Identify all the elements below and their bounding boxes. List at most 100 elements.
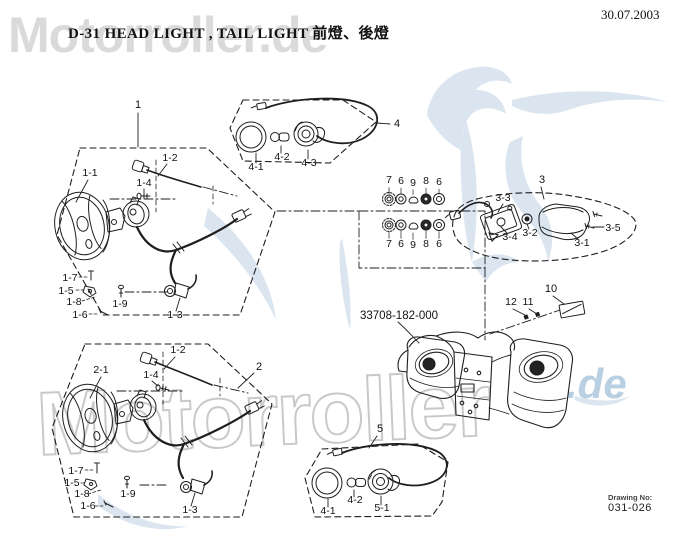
clamp-1-5-a (82, 285, 97, 298)
clamp-1-5-b (83, 478, 98, 491)
callout-1-3: 1-3 (182, 504, 197, 516)
callout-1-5: 1-5 (64, 477, 79, 489)
callout-3-5: 3-5 (605, 222, 620, 234)
boundary-headlight-2 (51, 343, 273, 518)
callout-4-1: 4-1 (320, 505, 335, 517)
callout-9: 9 (410, 239, 416, 251)
construction-lines (155, 159, 221, 405)
callout-6: 6 (398, 175, 404, 187)
callout-33708-182-000: 33708-182-000 (360, 310, 438, 322)
taillight-wire-3-3 (458, 201, 494, 219)
watermark-layer: Motorroller.de Motorroller .de (8, 7, 668, 530)
callout-1-7: 1-7 (68, 465, 83, 477)
screw-1-7-a (88, 270, 94, 281)
screw-1-7-b (94, 462, 100, 474)
callout-6: 6 (436, 176, 442, 188)
drawing-number-value: 031-026 (608, 502, 652, 515)
wire-1-2-b (154, 361, 213, 386)
headlight-1-rim (102, 199, 111, 253)
callout-1: 1 (135, 99, 141, 111)
callout-6: 6 (436, 238, 442, 250)
signal-assembly-4-drawing (235, 97, 378, 153)
date-stamp: 30.07.2003 (601, 7, 660, 22)
callout-3-4: 3-4 (502, 231, 517, 243)
signal-wire-5 (341, 443, 448, 487)
callout-3-2: 3-2 (522, 227, 537, 239)
page-title: D-31 HEAD LIGHT , TAIL LIGHT 前燈、後燈 (68, 26, 390, 42)
headlight-2-rim (110, 391, 119, 445)
screw-1-9-a (118, 284, 124, 290)
drawing-number-label: Drawing No: (608, 493, 653, 502)
callout-11: 11 (523, 296, 534, 308)
headlight-1-bracket (105, 207, 126, 233)
callout-10: 10 (545, 283, 557, 295)
callout-1-7: 1-7 (62, 272, 77, 284)
signal-bulb-4-2-b (346, 477, 357, 488)
signal-wire-4 (265, 97, 378, 145)
callout-3-1: 3-1 (574, 237, 589, 249)
reflector-10 (558, 300, 586, 319)
callout-4-3: 4-3 (301, 157, 316, 169)
bulb-holder-1-3-b (180, 481, 192, 493)
wire-1-2-a (146, 169, 202, 188)
signal-bulb-4-2-a (270, 132, 280, 142)
callout-9: 9 (410, 177, 416, 189)
callout-5: 5 (377, 423, 383, 435)
hardware-rows-drawing (382, 187, 445, 240)
signal-lens-4-1-a (235, 121, 267, 153)
callout-1-2: 1-2 (170, 344, 185, 356)
taillight-wire-connector (444, 209, 462, 221)
callout-1-1: 1-1 (82, 167, 97, 179)
bulb-socket-1 (122, 200, 150, 228)
reference-lines (109, 198, 561, 486)
wire-connector-1 (231, 208, 252, 223)
callout-8: 8 (423, 175, 429, 187)
bolt-1-2-a (131, 159, 150, 174)
bulb-holder-1-3-a (164, 285, 176, 297)
callout-4-1: 4-1 (248, 161, 263, 173)
callout-4: 4 (394, 118, 400, 130)
callout-7: 7 (386, 174, 392, 186)
callout-4-2: 4-2 (347, 494, 362, 506)
drawing-number-block: Drawing No: 031-026 (608, 493, 652, 516)
screw-1-9-b (124, 475, 130, 481)
callout-2: 2 (256, 361, 262, 373)
callout-5-1: 5-1 (374, 502, 389, 514)
watermark-bottom-text: Motorroller (35, 355, 493, 475)
watermark-de-text: .de (566, 360, 627, 407)
screw-1-4-a (136, 192, 142, 200)
pin-1-6-b (103, 500, 114, 508)
signal-assembly-5-drawing (311, 443, 448, 499)
callout-1-2: 1-2 (162, 152, 177, 164)
callout-1-9: 1-9 (120, 488, 135, 500)
callout-1-3: 1-3 (167, 309, 182, 321)
callout-1-9: 1-9 (112, 298, 127, 310)
panel-right-housing (507, 338, 574, 429)
fastener-12 (523, 314, 529, 320)
callout-8: 8 (423, 238, 429, 250)
headlight-assembly-2-drawing (62, 351, 265, 508)
callout-1-4: 1-4 (143, 369, 158, 381)
callout-3-3: 3-3 (495, 192, 510, 204)
pin-1-6-a (98, 308, 109, 316)
callout-4-2: 4-2 (274, 151, 289, 163)
callout-1-6: 1-6 (80, 500, 95, 512)
callout-2-1: 2-1 (93, 364, 108, 376)
callout-1-4: 1-4 (136, 177, 151, 189)
wire-connector-2 (244, 400, 265, 415)
callout-12: 12 (505, 296, 517, 308)
callout-1-6: 1-6 (72, 309, 87, 321)
reflector-and-fasteners-drawing (523, 300, 586, 320)
bolt-1-2-b (139, 351, 158, 366)
watermark-top-text: Motorroller.de (8, 7, 328, 63)
callout-3: 3 (539, 174, 545, 186)
signal-socket-4-3 (293, 121, 319, 147)
callout-1-5: 1-5 (58, 285, 73, 297)
callout-7: 7 (386, 238, 392, 250)
callout-6: 6 (398, 238, 404, 250)
boundary-taillight-3 (452, 192, 637, 262)
panel-center-bracket (453, 351, 493, 421)
headlight-2-bracket (113, 399, 134, 425)
